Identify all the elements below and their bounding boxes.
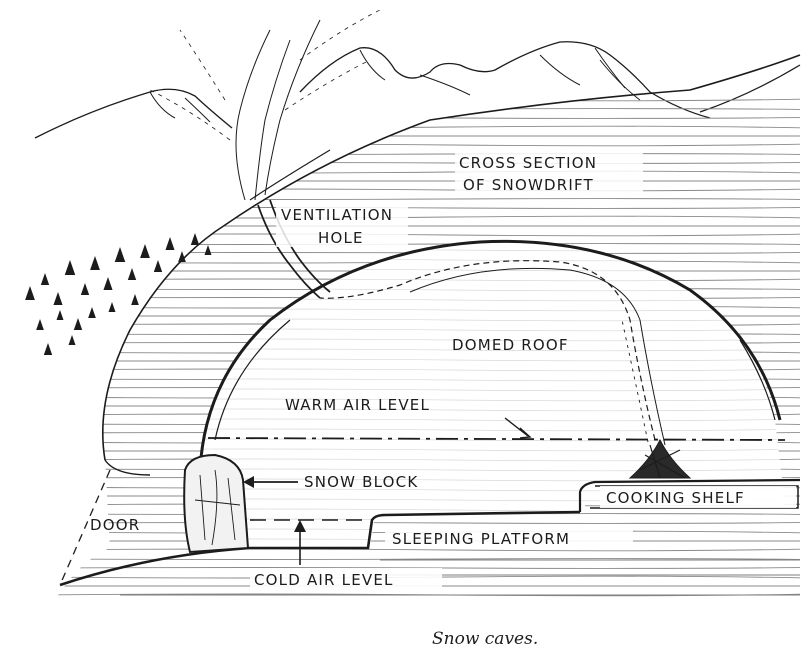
label-cross-section-line2: OF SNOWDRIFT (463, 176, 594, 194)
strata-line (55, 153, 800, 155)
strata-line (55, 117, 800, 119)
strata-line (55, 170, 800, 174)
strata-line (55, 162, 800, 164)
strata-line (200, 378, 785, 382)
mountains (34, 41, 801, 139)
snow-block (183, 453, 250, 554)
label-snow-block: SNOW BLOCK (304, 473, 418, 491)
strata-line (55, 125, 800, 129)
tree-icon (114, 247, 126, 262)
tree-icon (165, 237, 175, 250)
smoke-trail (319, 260, 666, 446)
tree-icon (127, 268, 137, 280)
strata-line (200, 518, 785, 522)
strata-line (200, 298, 785, 302)
snow-block-arrow (243, 476, 298, 488)
tree-icon (73, 318, 83, 330)
strata-line (200, 368, 785, 372)
figure-caption: Snow caves. (432, 629, 538, 649)
strata-line (200, 358, 785, 362)
tree-icon (190, 233, 200, 245)
trees (25, 233, 212, 355)
strata-line (200, 438, 785, 442)
label-cooking-shelf: COOKING SHELF (606, 489, 745, 507)
strata-line (200, 318, 785, 322)
label-cross-section-line1: CROSS SECTION (459, 154, 597, 172)
strata-line (200, 408, 785, 412)
strata-line (55, 207, 800, 209)
strata-line (200, 338, 785, 342)
strata-line (200, 468, 785, 472)
tree-icon (108, 302, 116, 312)
strata-line (200, 308, 785, 312)
tree-icon (68, 335, 76, 345)
strata-line (200, 418, 785, 422)
tree-icon (88, 307, 96, 318)
tree-icon (90, 256, 100, 270)
tree-icon (131, 294, 139, 305)
strata-line (200, 398, 785, 402)
strata-line (55, 198, 800, 200)
strata-line (55, 215, 800, 219)
labels: CROSS SECTION OF SNOWDRIFT VENTILATION H… (90, 154, 745, 589)
strata-line (200, 348, 785, 352)
strata-line (55, 233, 800, 237)
label-backgrounds (250, 150, 796, 590)
tree-icon (53, 292, 63, 305)
tree-icon (25, 286, 35, 300)
cooking-fire (628, 438, 692, 479)
strata-line (55, 108, 800, 110)
label-sleeping-platform: SLEEPING PLATFORM (392, 530, 570, 548)
strata-line (200, 448, 785, 452)
tree-icon (178, 251, 186, 262)
strata-line (55, 575, 800, 579)
strata-line (55, 243, 800, 245)
label-cold-air-level: COLD AIR LEVEL (254, 571, 394, 589)
strata-line (200, 328, 785, 332)
strata-line (55, 567, 800, 569)
label-domed-roof: DOMED ROOF (452, 336, 569, 354)
label-ventilation-line1: VENTILATION (281, 206, 393, 224)
tree-icon (36, 319, 44, 330)
tree-icon (204, 245, 212, 255)
strata-line (55, 548, 800, 552)
strata-line (200, 458, 785, 462)
ventilation-shaft (149, 9, 381, 299)
strata-line (55, 188, 800, 192)
label-door: DOOR (90, 516, 140, 534)
tree-icon (56, 310, 64, 320)
label-warm-air-level: WARM AIR LEVEL (285, 396, 430, 414)
strata-line (55, 522, 800, 524)
tree-icon (40, 273, 50, 285)
strata-line (200, 388, 785, 392)
tree-icon (103, 277, 113, 290)
strata-line (200, 428, 785, 432)
warm-air-level-line (207, 417, 786, 441)
tree-icon (140, 244, 150, 258)
door-outline (59, 469, 111, 586)
cold-air-level-line (250, 519, 365, 565)
strata-line (55, 143, 800, 147)
tree-icon (80, 283, 90, 295)
tree-icon (43, 343, 53, 355)
tree-icon (64, 260, 76, 275)
label-ventilation-line2: HOLE (318, 229, 364, 247)
tree-icon (153, 260, 163, 272)
